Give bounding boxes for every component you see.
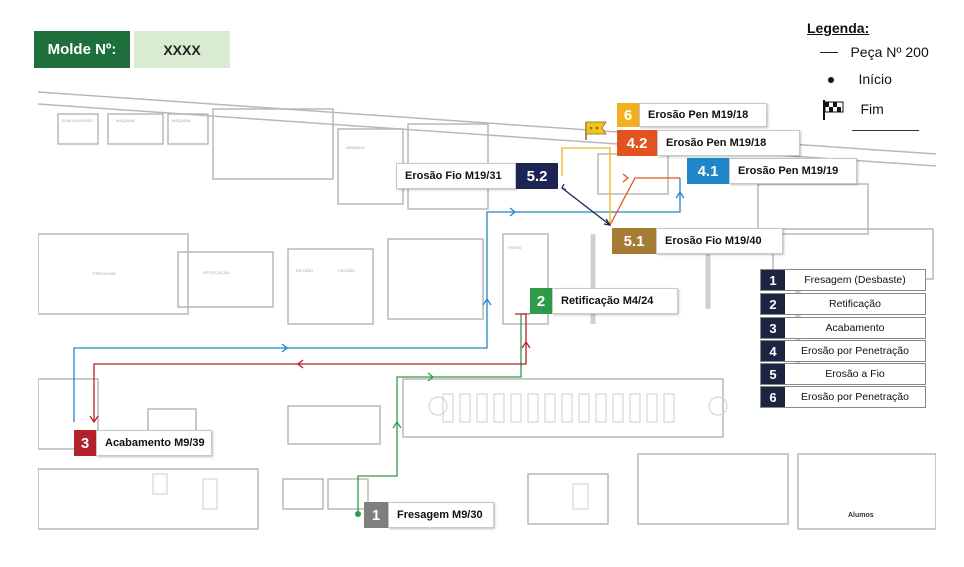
process-num: 4 [761, 341, 785, 361]
process-num: 2 [761, 294, 785, 314]
legend-label-part: Peça Nº 200 [850, 44, 929, 60]
start-dot [355, 511, 361, 517]
station-label-6: Erosão Pen M19/18 [639, 103, 767, 127]
station-badge-1: 1 [364, 502, 388, 528]
process-num: 3 [761, 318, 785, 338]
line-icon [820, 52, 838, 54]
map-room-label: EROSÃO [338, 268, 355, 273]
station-label-4-2: Erosão Pen M19/18 [657, 130, 800, 156]
legend-item-line: Peça Nº 200 [820, 44, 929, 62]
process-label: Retificação [829, 298, 881, 310]
map-room-label: EROSÃO [296, 268, 313, 273]
station-label-5-1: Erosão Fio M19/40 [656, 228, 783, 254]
process-label: Erosão a Fio [825, 368, 885, 380]
map-room-label: MÁQUINA [116, 118, 135, 123]
process-label: Fresagem (Desbaste) [804, 274, 906, 286]
map-room-label: RETIFICAÇÃO [203, 270, 230, 275]
station-label-4-1: Erosão Pen M19/19 [729, 158, 857, 184]
map-room-label: FRESA [508, 245, 522, 250]
route-orange [609, 177, 680, 226]
process-row-3: 3 Acabamento [760, 317, 926, 339]
process-row-6: 6 Erosão por Penetração [760, 386, 926, 408]
station-label-5-2: Erosão Fio M19/31 [396, 163, 516, 189]
legend-divider [852, 130, 919, 131]
molde-label: Molde Nº: [34, 31, 130, 68]
station-badge-2: 2 [530, 288, 552, 314]
station-label-3: Acabamento M9/39 [96, 430, 212, 456]
station-label-2: Retificação M4/24 [552, 288, 678, 314]
station-badge-5-1: 5.1 [612, 228, 656, 254]
process-num: 5 [761, 364, 785, 384]
dot-icon [828, 76, 834, 83]
map-room-label: ARMÁRIO [346, 145, 365, 150]
legend-title: Legenda: [807, 20, 870, 36]
route-navy [561, 187, 611, 226]
legend-item-end: Fim [822, 99, 884, 121]
process-row-4: 4 Erosão por Penetração [760, 340, 926, 362]
route-yellow [561, 147, 611, 225]
route-red [93, 313, 527, 422]
process-label: Erosão por Penetração [801, 391, 909, 403]
station-badge-6: 6 [617, 103, 639, 127]
process-label: Acabamento [825, 322, 885, 334]
map-room-label: FRESAGEM [93, 271, 115, 276]
map-label-alumos: Alumos [848, 512, 874, 519]
station-badge-3: 3 [74, 430, 96, 456]
process-num: 1 [761, 270, 785, 290]
route-blue [73, 178, 681, 422]
process-label: Erosão por Penetração [801, 345, 909, 357]
process-row-2: 2 Retificação [760, 293, 926, 315]
floor-plan-map: Alumos ALMOXARIFADO MÁQUINA MÁQUINA FRES… [38, 91, 936, 530]
molde-value: XXXX [134, 31, 230, 68]
route-green [357, 313, 530, 514]
map-room-label: ALMOXARIFADO [62, 118, 94, 123]
station-badge-5-2: 5.2 [516, 163, 558, 189]
station-badge-4-1: 4.1 [687, 158, 729, 184]
process-num: 6 [761, 387, 785, 407]
finish-flag-icon [585, 121, 607, 140]
process-row-1: 1 Fresagem (Desbaste) [760, 269, 926, 291]
legend-label-start: Início [858, 71, 892, 87]
flag-icon [823, 100, 844, 120]
station-badge-4-2: 4.2 [617, 130, 657, 156]
process-row-5: 5 Erosão a Fio [760, 363, 926, 385]
legend-item-start: Início [828, 71, 892, 89]
legend-label-end: Fim [860, 101, 884, 118]
station-label-1: Fresagem M9/30 [388, 502, 494, 528]
map-room-label: MÁQUINA [172, 118, 191, 123]
